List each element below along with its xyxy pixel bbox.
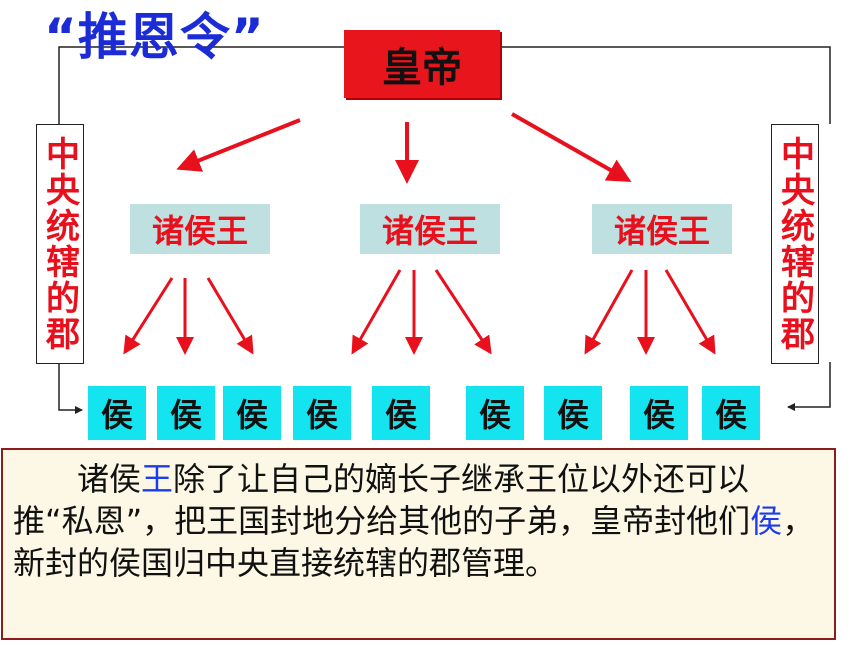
arrow-emperor-king-0 [176,118,301,172]
arrow-king2-c [664,269,716,355]
vassal-king-box: 诸侯王 [592,204,732,254]
arrow-king1-c [434,269,492,355]
arrow-king0-a [123,277,174,355]
note-part-3: 除了让自己的嫡长子继承王位以外还可以推“私恩”，把王国封地分给其他的子弟，皇帝封… [13,460,751,540]
frame-line-left [58,46,344,124]
vassal-king-box: 诸侯王 [360,204,500,254]
marquis-box: 侯 [293,386,351,440]
frame-line-right [500,46,831,124]
marquis-box: 侯 [630,386,688,440]
arrow-king2-a [584,269,634,355]
note-highlight-wang: 王 [141,460,174,498]
diagram-title: “推恩令” [44,8,265,66]
marquis-box: 侯 [157,386,215,440]
marquis-box: 侯 [223,386,281,440]
marquis-box: 侯 [702,386,760,440]
marquis-box: 侯 [466,386,524,440]
note-highlight-hou: 侯 [750,502,783,540]
explanation-text: 诸侯王除了让自己的嫡长子继承王位以外还可以推“私恩”，把王国封地分给其他的子弟，… [13,458,824,584]
arrow-king1-a [351,269,402,355]
frame-arrow-right [787,362,831,411]
note-part-1: 诸侯 [77,460,142,498]
marquis-box: 侯 [372,386,430,440]
marquis-box: 侯 [88,386,146,440]
note-part-5: ，新封的侯国归中央直接统辖的郡管理。 [13,502,815,582]
vassal-king-box: 诸侯王 [130,204,270,254]
explanation-box: 诸侯王除了让自己的嫡长子继承王位以外还可以推“私恩”，把王国封地分给其他的子弟，… [1,448,836,640]
marquis-box: 侯 [544,386,602,440]
central-commandery-right: 中央统辖的郡 [771,124,819,364]
arrow-king0-c [206,277,254,355]
frame-arrow-left [58,362,83,414]
central-commandery-left: 中央统辖的郡 [36,124,84,364]
emperor-box: 皇帝 [344,30,500,98]
arrow-emperor-king-2 [511,112,632,182]
